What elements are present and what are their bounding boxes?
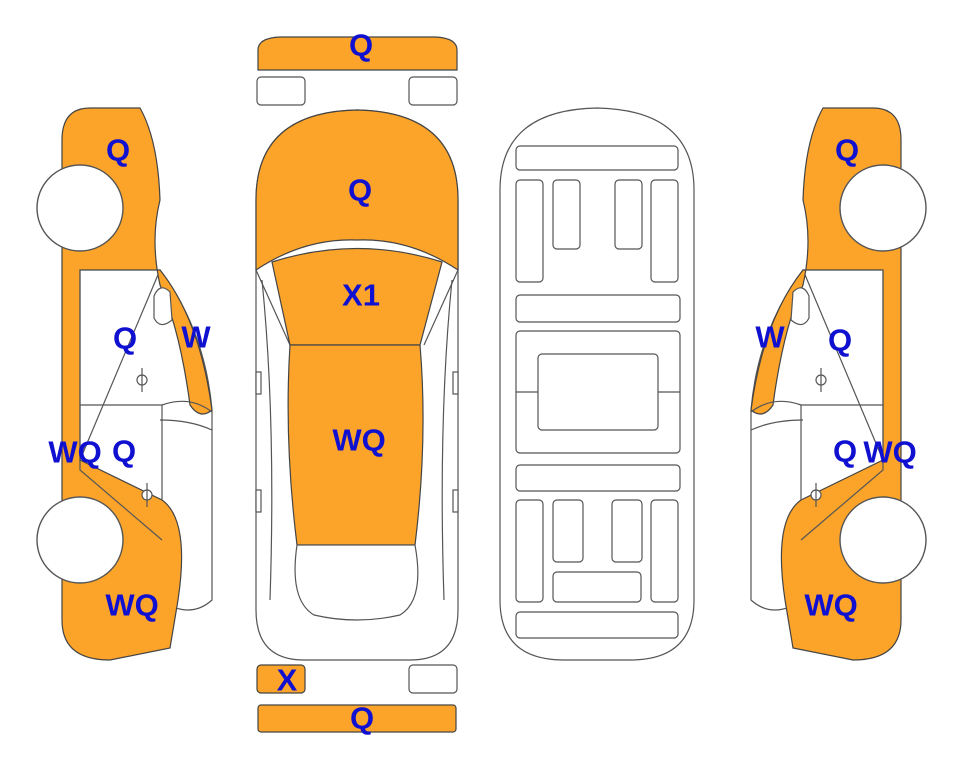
underside-rear-right-rail xyxy=(650,499,679,603)
right-belt-line xyxy=(750,400,802,413)
underside-view xyxy=(499,107,695,661)
underside-front-right-box xyxy=(614,179,643,250)
top-view-car xyxy=(255,36,459,733)
left-front-wheel xyxy=(36,164,124,252)
headlight-right xyxy=(408,76,458,106)
code-right-front-door: Q xyxy=(828,323,852,358)
code-left-front-door: Q xyxy=(113,321,137,356)
door-handle-left xyxy=(255,489,262,513)
code-rear-bumper: Q xyxy=(350,701,374,736)
left-side-line xyxy=(261,279,273,601)
underside-rear-left-box xyxy=(552,499,584,563)
code-roof: X1 xyxy=(342,278,380,313)
roof-panel[interactable] xyxy=(271,247,443,346)
code-left-window: W xyxy=(181,320,211,355)
right-front-wheel xyxy=(839,164,927,252)
mirror-left xyxy=(255,371,262,395)
damage-codes: Q Q X1 WQ X Q Q W Q WQ Q WQ Q W Q Q WQ W… xyxy=(48,28,916,736)
left-side-car xyxy=(36,107,213,661)
left-rear-door-line xyxy=(79,405,163,541)
code-right-front: Q xyxy=(835,133,859,168)
code-rear-light-left: X xyxy=(277,663,298,698)
rear-light-right xyxy=(408,664,458,694)
underside-front-bar xyxy=(515,145,679,171)
code-left-rear-door-w: WQ xyxy=(48,435,101,470)
left-window-line xyxy=(159,419,213,431)
left-front-door-line xyxy=(79,270,163,500)
door-handle-right xyxy=(452,489,459,513)
underside-center-pan xyxy=(537,353,659,431)
code-left-rear-door: Q xyxy=(112,434,136,469)
underside-front-left-box xyxy=(552,179,581,250)
rear-bumper-panel[interactable] xyxy=(257,704,457,733)
code-right-rear: WQ xyxy=(804,588,857,623)
right-front-door-line xyxy=(800,270,884,500)
left-mirror xyxy=(153,287,173,326)
underside-mid-bar-1 xyxy=(515,294,681,323)
right-side-line xyxy=(441,279,453,601)
right-side-car xyxy=(750,107,927,661)
code-right-window: W xyxy=(755,320,785,355)
right-window-line xyxy=(750,419,804,431)
code-hood: Q xyxy=(348,173,372,208)
code-right-rear-door: Q xyxy=(833,434,857,469)
right-rear-wheel xyxy=(839,496,927,584)
front-bumper-panel[interactable] xyxy=(257,36,458,71)
underside-front-right-rail xyxy=(650,179,679,283)
underside-rear-right-box xyxy=(611,499,643,563)
right-rear-door-line xyxy=(800,405,884,541)
code-left-front: Q xyxy=(106,133,130,168)
rear-window xyxy=(294,544,419,621)
underside-mid-bar-2 xyxy=(515,464,681,492)
left-belt-line xyxy=(161,400,213,413)
headlight-left xyxy=(256,76,306,106)
hood-panel[interactable] xyxy=(255,109,459,272)
mirror-right xyxy=(452,371,459,395)
code-rear: WQ xyxy=(332,423,385,458)
right-mirror xyxy=(790,287,810,326)
code-right-rear-door-w: WQ xyxy=(863,435,916,470)
underside-rear-left-rail xyxy=(515,499,544,603)
rear-light-left-panel[interactable] xyxy=(256,664,306,694)
underside-front-left-rail xyxy=(515,179,544,283)
code-left-rear: WQ xyxy=(105,588,158,623)
underside-rear-box xyxy=(552,571,642,603)
left-rear-wheel xyxy=(36,496,124,584)
code-front-bumper: Q xyxy=(349,28,373,63)
underside-rear-bar xyxy=(515,611,679,639)
